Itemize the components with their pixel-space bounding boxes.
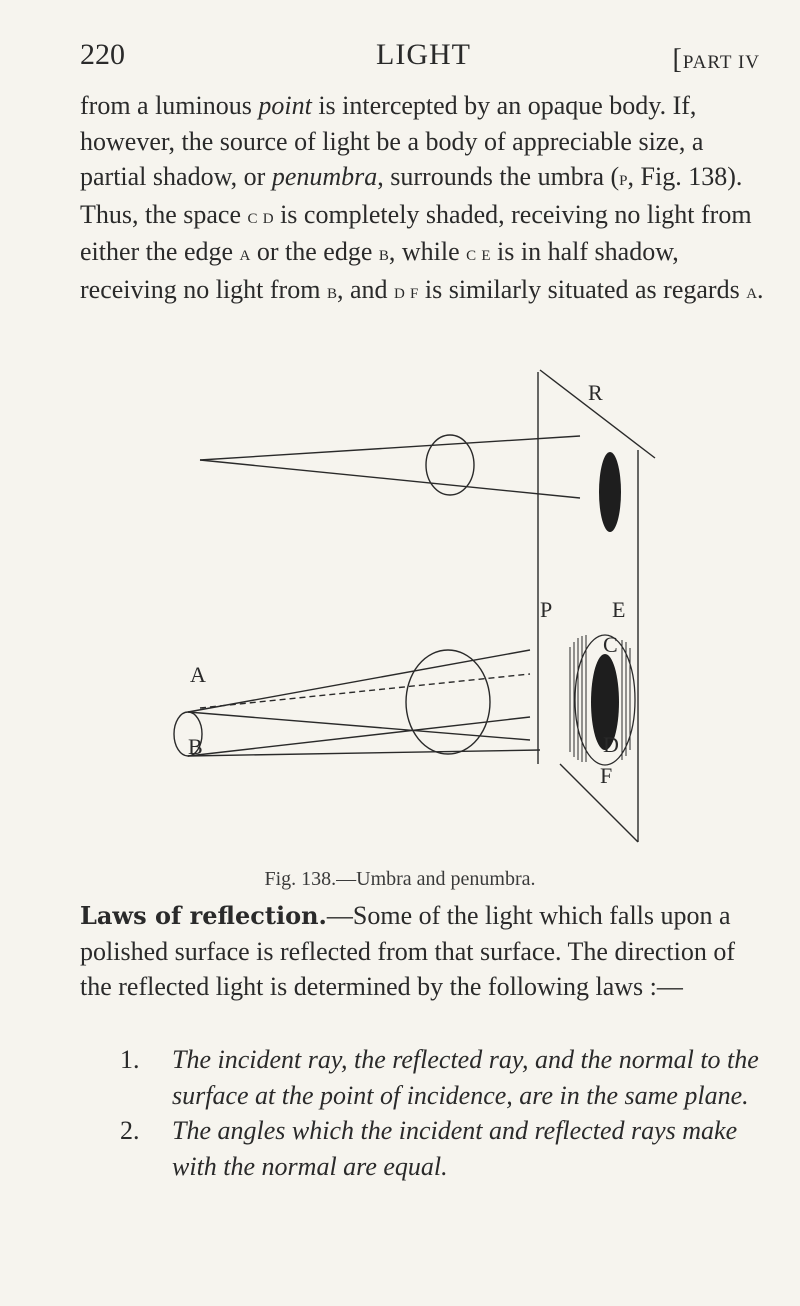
figure-umbra-penumbra: R P E A B F C D (160, 362, 680, 862)
penumbra-outline (574, 634, 636, 766)
emphasis-penumbra: penumbra (271, 162, 378, 191)
part-text: PART IV (682, 52, 760, 73)
ray-B-1 (187, 716, 531, 757)
label-R: R (588, 380, 603, 405)
ray-upper-2 (199, 459, 581, 499)
label-C: C (603, 632, 618, 657)
label-F: F (600, 763, 612, 788)
label-ref: p (619, 167, 628, 190)
screen-bottom-edge (559, 763, 639, 843)
text-run: , and (336, 274, 394, 304)
umbra-diagram: R P E A B F C D (173, 369, 656, 843)
list-number: 2. (120, 1116, 140, 1145)
ray-A-label (199, 673, 531, 709)
label-A: A (190, 662, 206, 687)
paragraph-text: —Some of the light which falls upon a po… (80, 901, 736, 1001)
label-D: D (603, 732, 619, 757)
screen-top-edge (539, 369, 656, 459)
text-run: or the edge (250, 237, 379, 266)
text-run: . (757, 274, 764, 304)
page-number: 220 (80, 38, 125, 71)
label-ref: c d (247, 204, 274, 228)
text-run: , surrounds the umbra ( (377, 162, 620, 191)
ray-A-2 (187, 711, 531, 741)
paragraph-reflection: Laws of reflection.—Some of the light wh… (80, 898, 770, 1005)
label-P: P (540, 597, 552, 622)
text-run: is completely shaded, receiving no light… (80, 199, 752, 267)
label-ref: a (239, 242, 251, 265)
label-ref: a (746, 279, 758, 303)
upper-umbra (599, 452, 621, 532)
ray-B-2 (187, 749, 541, 757)
running-title: LIGHT (376, 38, 471, 71)
text-run: , while (388, 237, 467, 266)
label-ref: c e (466, 242, 491, 265)
label-ref: b (326, 279, 337, 303)
list-item: 1. The incident ray, the reflected ray, a… (120, 1042, 770, 1113)
list-text: The incident ray, the reflected ray, and… (172, 1045, 759, 1110)
text-run: , Fig. 138). Thus, the space (80, 162, 743, 229)
ray-A-1 (187, 649, 531, 713)
emphasis-point: point (258, 91, 312, 120)
part-label: [PART IV (672, 44, 760, 75)
label-E: E (612, 597, 625, 622)
figure-caption: Fig. 138.—Umbra and penumbra. (264, 868, 536, 890)
section-heading: Laws of reflection. (80, 901, 327, 930)
text-run: is intercepted by an opaque body. If, ho… (80, 91, 704, 191)
laws-list: 1. The incident ray, the reflected ray, a… (120, 1042, 770, 1184)
paragraph-umbra: from a luminous point is intercepted by … (80, 88, 770, 309)
lower-umbra (591, 654, 619, 750)
label-ref: b (378, 242, 389, 265)
ray-upper-1 (199, 435, 581, 461)
list-number: 1. (120, 1045, 140, 1074)
label-B: B (188, 734, 203, 759)
upper-disc (425, 434, 475, 496)
label-ref: d f (394, 279, 419, 303)
text-run: is in half shadow, receiving no light fr… (80, 237, 679, 304)
text-run: is similarly situated as regards (418, 274, 747, 304)
list-text: The angles which the incident and reflec… (172, 1116, 738, 1181)
list-item: 2. The angles which the incident and refl… (120, 1113, 770, 1184)
text-run: from a luminous (80, 91, 259, 120)
lower-disc (405, 649, 491, 755)
page-header: 220 LIGHT [PART IV (80, 30, 760, 80)
